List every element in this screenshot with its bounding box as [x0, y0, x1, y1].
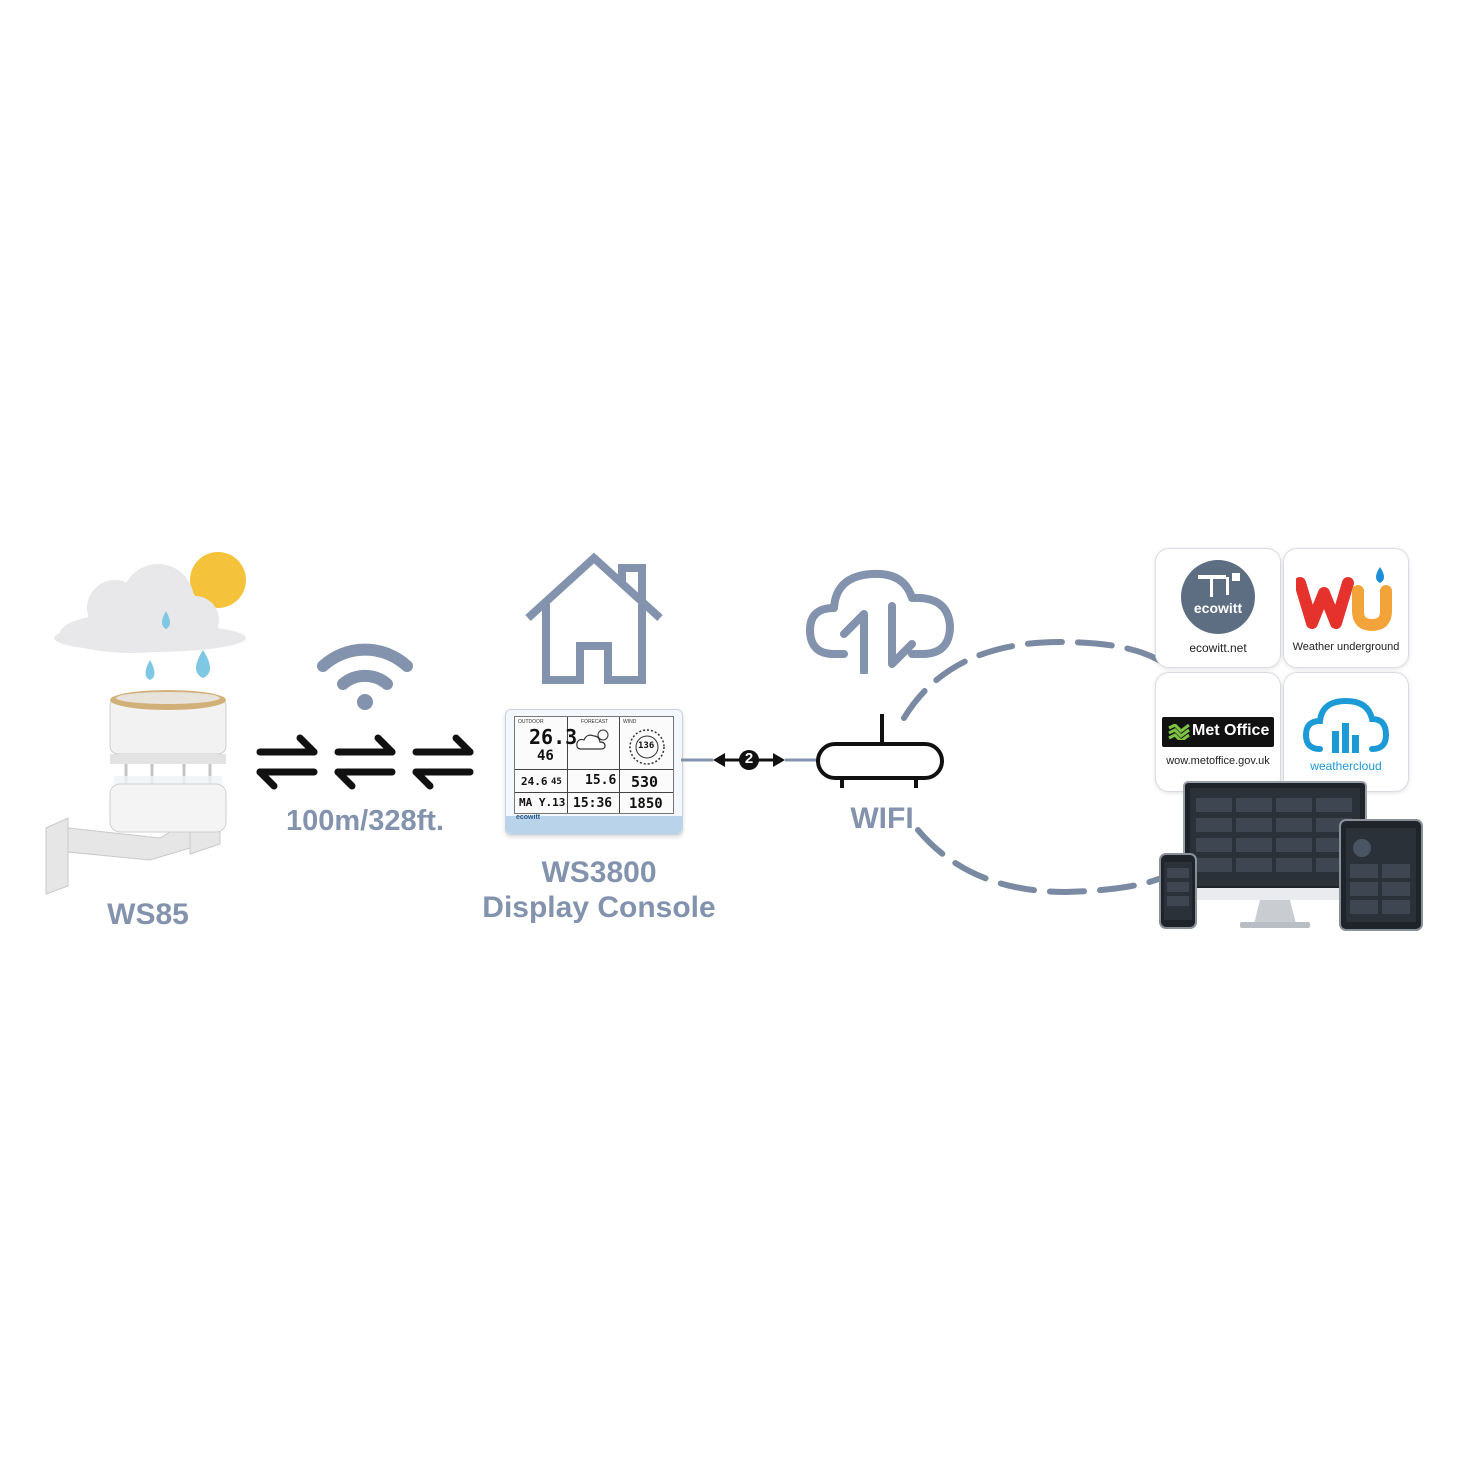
ws85-sensor-illustration	[45, 552, 246, 895]
wind-label: WIND	[623, 719, 637, 725]
time-value: 15:36	[573, 796, 613, 811]
ws3800-console: OUTDOOR FORECAST WIND 26.3 46 136 24.6 4…	[505, 709, 683, 835]
bidirectional-arrows	[256, 734, 474, 790]
console-router-link	[681, 750, 821, 770]
wifi-label: WIFI	[850, 802, 914, 835]
console-bottom-bar	[506, 816, 682, 834]
outdoor-humidity: 46	[537, 748, 554, 764]
outdoor-temp: 26.3	[529, 725, 578, 749]
ecowitt-service-tile[interactable]: ecowitt ecowitt.net	[1155, 548, 1281, 668]
met-office-name: Met Office	[1192, 722, 1270, 739]
wind-compass-icon	[629, 729, 665, 765]
raindrop-icon	[162, 611, 170, 629]
bottom-right-value: 1850	[629, 796, 663, 812]
weathercloud-logo-icon	[1302, 697, 1390, 753]
devices-illustration	[1159, 781, 1423, 931]
weather-underground-caption: Weather underground	[1292, 641, 1400, 653]
cloud-icon	[54, 564, 246, 653]
svg-text:ecowitt: ecowitt	[1194, 600, 1243, 616]
indoor-temp: 24.6	[521, 775, 548, 788]
forecast-label: FORECAST	[581, 719, 609, 725]
console-model-label: WS3800	[541, 856, 657, 889]
router-icon	[816, 714, 944, 788]
console-brand: ecowitt	[516, 814, 541, 821]
phone-icon	[1159, 853, 1197, 929]
met-office-logo: Met Office	[1162, 717, 1274, 747]
ecowitt-caption: ecowitt.net	[1189, 641, 1247, 655]
ecowitt-logo-icon: ecowitt	[1181, 560, 1255, 634]
wireless-signal-icon	[317, 643, 413, 710]
sun-icon	[190, 552, 246, 608]
cloud-sync-icon	[806, 569, 954, 674]
dashed-connection-path	[901, 638, 1173, 896]
right-value: 530	[631, 773, 659, 791]
raindrop-icon	[145, 660, 155, 680]
monitor-icon	[1183, 781, 1367, 928]
weather-underground-service-tile[interactable]: Weather underground	[1283, 548, 1409, 668]
link-number-badge: 2	[744, 750, 754, 767]
range-label: 100m/328ft.	[286, 805, 444, 837]
wind-direction: 136	[638, 741, 655, 751]
date-value: MA Y.13	[519, 796, 566, 809]
console-screen: OUTDOOR FORECAST WIND 26.3 46 136 24.6 4…	[514, 716, 674, 814]
weathercloud-caption: weathercloud	[1310, 759, 1382, 773]
met-office-waves-icon	[1168, 724, 1190, 740]
met-office-service-tile[interactable]: Met Office wow.metoffice.gov.uk	[1155, 672, 1281, 792]
forecast-cloud-icon	[576, 729, 609, 750]
house-icon	[525, 552, 663, 684]
outdoor-label: OUTDOOR	[518, 719, 544, 725]
exchange-arrow-icon	[256, 734, 318, 790]
mid-value: 15.6	[585, 773, 617, 788]
indoor-humidity: 45	[551, 777, 562, 787]
anemometer-body	[109, 690, 227, 833]
weathercloud-service-tile[interactable]: weathercloud	[1283, 672, 1409, 792]
raindrop-icon	[196, 650, 210, 678]
tablet-icon	[1339, 819, 1423, 931]
console-description-label: Display Console	[482, 891, 716, 924]
met-office-caption: wow.metoffice.gov.uk	[1166, 755, 1270, 767]
ws85-sensor-group	[40, 548, 260, 898]
exchange-arrow-icon	[412, 734, 474, 790]
ws85-label: WS85	[107, 898, 189, 931]
exchange-arrow-icon	[334, 734, 396, 790]
weather-underground-logo-icon	[1296, 567, 1392, 632]
